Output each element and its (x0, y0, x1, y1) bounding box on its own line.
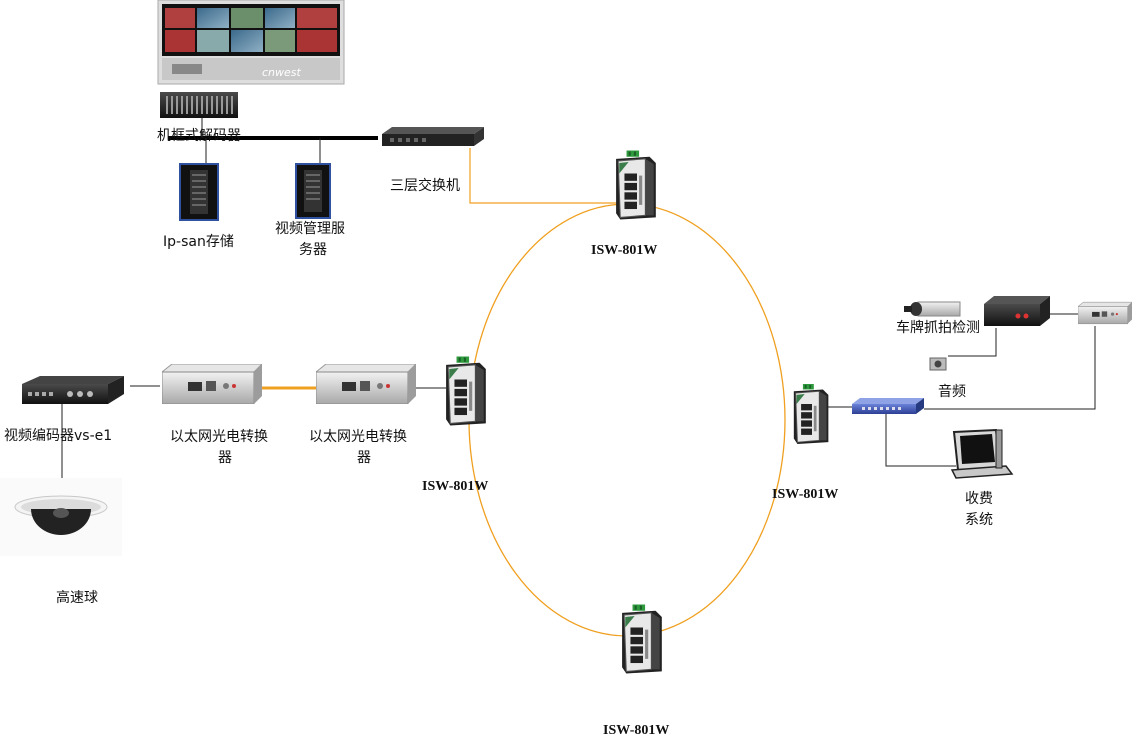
link-capture-audio (948, 328, 997, 357)
media-converter-icon (162, 364, 262, 404)
ipsan-label: Ip-san存储 (163, 234, 234, 250)
speaker-icon (929, 357, 947, 371)
link-lan-pc (885, 414, 956, 467)
isw-left-label: ISW-801W (422, 479, 488, 494)
video-encoder-icon (22, 376, 124, 404)
isw-top-label: ISW-801W (591, 243, 657, 258)
capture-detector-icon (984, 296, 1050, 326)
media-converter-icon (1078, 301, 1132, 325)
computer-icon (950, 428, 1014, 479)
fiber-ring (468, 203, 786, 637)
converter1-label-line1: 以太网光电转换 (170, 428, 268, 445)
rack-decoder-icon (160, 92, 238, 118)
media-converter-icon (316, 364, 416, 404)
vms-label-line2: 务器 (299, 242, 327, 258)
industrial-switch-icon (615, 150, 657, 220)
link-l3-isw (469, 148, 618, 204)
server-tower-icon (295, 163, 331, 219)
monitor-logo-text: cnwest (262, 66, 302, 79)
vms-label-line1: 视频管理服 (275, 221, 345, 237)
industrial-switch-icon (621, 603, 663, 675)
dome-camera-icon (0, 478, 122, 556)
converter2-label-line2: 器 (357, 450, 371, 466)
converter2-label-line1: 以太网光电转换 (309, 428, 407, 445)
l3-switch-label: 三层交换机 (390, 177, 460, 194)
rack-switch-icon (382, 127, 484, 146)
video-wall-icon: cnwest (157, 0, 345, 85)
industrial-switch-icon (793, 383, 829, 445)
link-lan-converter (924, 326, 1096, 410)
converter1-label-line2: 器 (218, 450, 232, 466)
isw-right-label: ISW-801W (772, 487, 838, 502)
toll-label-line2: 系统 (965, 512, 993, 528)
industrial-switch-icon (445, 356, 487, 426)
speed-dome-label: 高速球 (56, 589, 98, 606)
box-camera-icon (904, 301, 961, 317)
isw-bottom-label: ISW-801W (603, 723, 669, 738)
toll-label-line1: 收费 (965, 491, 993, 507)
frame-decoder-label: 机框式解码器 (157, 128, 241, 144)
audio-label: 音频 (938, 383, 966, 400)
plate-capture-label: 车牌抓拍检测 (896, 319, 980, 336)
encoder-label: 视频编码器vs-e1 (4, 428, 112, 444)
storage-tower-icon (179, 163, 219, 221)
lan-switch-icon (852, 398, 924, 414)
